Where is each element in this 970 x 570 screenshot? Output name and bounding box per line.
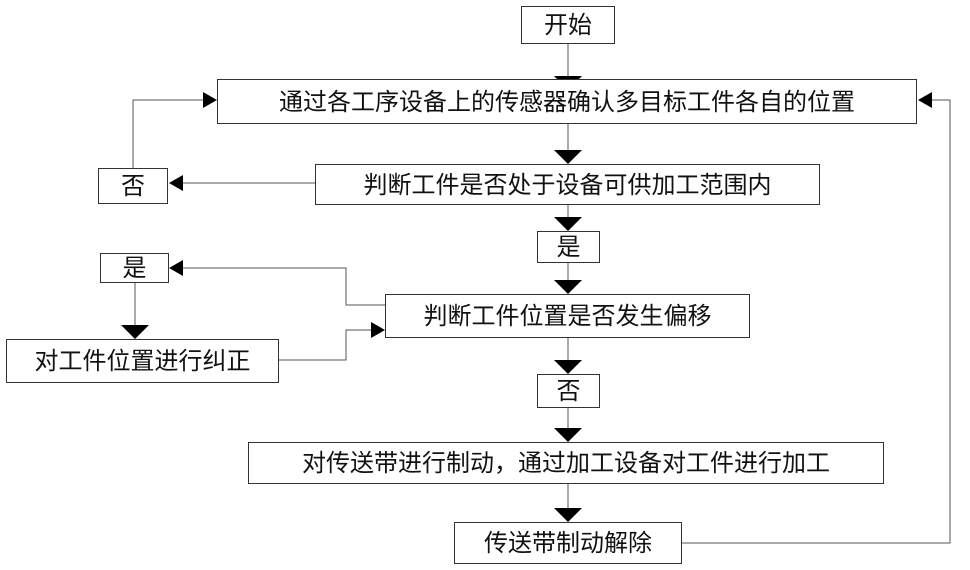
arrowhead-confirm-right [918,92,932,108]
arrowhead-into-judge-offset [554,280,582,294]
edge-correct-to-judge-offset [279,330,371,360]
arrowhead-confirm-left [203,92,217,108]
edge-no-loop-to-confirm [133,100,203,168]
arrowhead-judge-offset-left [371,322,385,338]
arrowhead-into-brake [554,428,582,442]
node-judge-in-range-label: 判断工件是否处于设备可供加工范围内 [364,173,772,197]
node-release-brake-label: 传送带制动解除 [484,531,652,555]
node-start: 开始 [521,6,615,44]
node-yes-1-label: 是 [557,235,581,259]
node-yes-1: 是 [537,231,600,263]
node-brake-and-process: 对传送带进行制动，通过加工设备对工件进行加工 [248,442,884,484]
node-judge-offset: 判断工件位置是否发生偏移 [385,294,750,338]
node-release-brake: 传送带制动解除 [454,522,682,564]
node-correct-position-label: 对工件位置进行纠正 [35,349,251,373]
arrowhead-into-release [554,508,582,522]
node-confirm-position-label: 通过各工序设备上的传感器确认多目标工件各自的位置 [279,90,855,114]
node-correct-position: 对工件位置进行纠正 [6,339,279,383]
arrowhead-into-no2 [554,360,582,374]
node-start-label: 开始 [544,13,592,37]
node-no-2: 否 [537,374,600,408]
node-confirm-position: 通过各工序设备上的传感器确认多目标工件各自的位置 [217,79,917,124]
node-no-2-label: 否 [557,379,581,403]
arrowhead-into-correct [121,325,149,339]
node-no-1: 否 [98,168,168,204]
arrowhead-into-yes2 [169,260,183,276]
edge-judge-offset-to-yes2 [183,268,385,305]
node-no-1-label: 否 [121,174,145,198]
node-yes-2: 是 [100,253,169,283]
arrowhead-into-judge-range [554,150,582,164]
node-judge-offset-label: 判断工件位置是否发生偏移 [424,304,712,328]
node-brake-and-process-label: 对传送带进行制动，通过加工设备对工件进行加工 [302,451,830,475]
node-yes-2-label: 是 [123,256,147,280]
node-judge-in-range: 判断工件是否处于设备可供加工范围内 [315,164,820,205]
arrowhead-into-yes [554,217,582,231]
arrowhead-into-no [169,175,183,191]
